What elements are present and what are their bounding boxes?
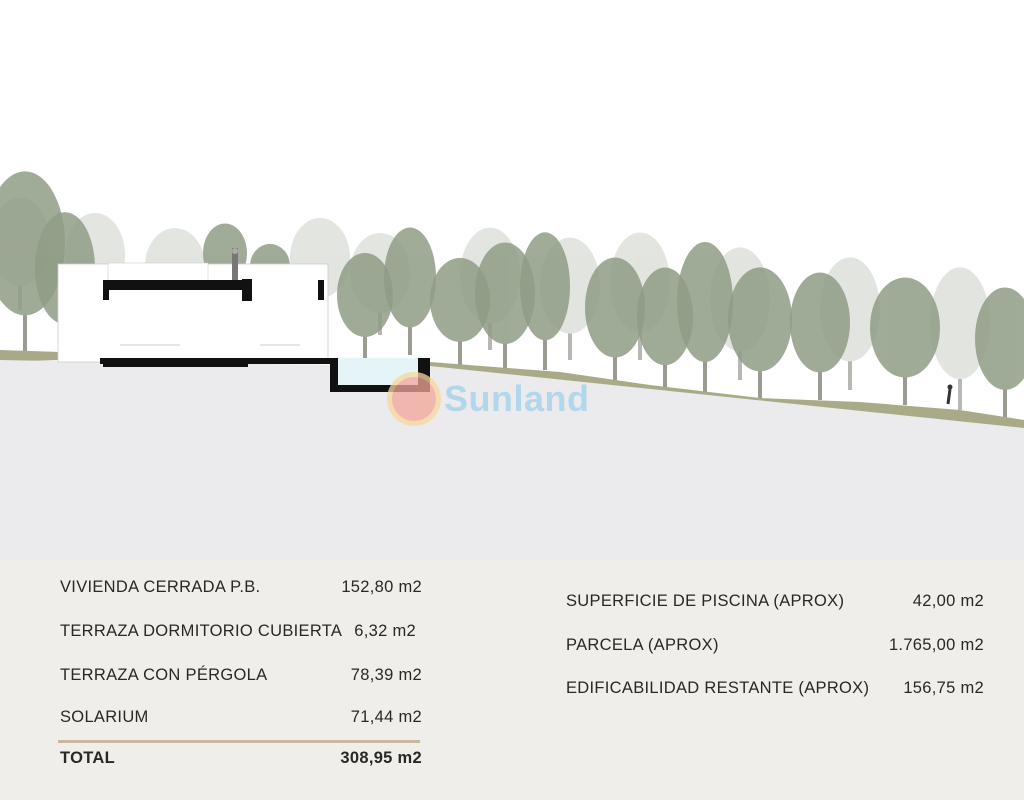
- area-label: SUPERFICIE DE PISCINA (APROX): [566, 592, 845, 610]
- grass-strip: [0, 350, 60, 362]
- total-separator: [58, 740, 420, 743]
- ground: [0, 360, 1024, 560]
- area-row: SOLARIUM 71,44 m2: [60, 708, 422, 727]
- area-label: TERRAZA DORMITORIO CUBIERTA: [60, 622, 343, 640]
- area-row: TERRAZA DORMITORIO CUBIERTA 6,32 m2: [60, 622, 422, 641]
- watermark-text: Sunland: [444, 378, 590, 419]
- tree: [930, 267, 990, 410]
- sun-logo-icon: [392, 377, 436, 421]
- area-label: SOLARIUM: [60, 708, 149, 726]
- area-row: EDIFICABILIDAD RESTANTE (APROX) 156,75 m2: [566, 679, 984, 698]
- area-value: 152,80 m2: [341, 578, 422, 596]
- total-value: 308,95 m2: [340, 749, 422, 767]
- built-areas-table: VIVIENDA CERRADA P.B. 152,80 m2 TERRAZA D…: [60, 578, 422, 778]
- tree: [520, 232, 570, 370]
- area-label: PARCELA (APROX): [566, 636, 719, 654]
- section-drawing: [0, 0, 1024, 560]
- tree: [870, 277, 940, 405]
- watermark: Sunland: [392, 377, 590, 421]
- area-label: VIVIENDA CERRADA P.B.: [60, 578, 261, 596]
- tree: [430, 257, 490, 365]
- area-value: 156,75 m2: [903, 679, 984, 697]
- total-label: TOTAL: [60, 749, 115, 767]
- area-value: 6,32 m2: [354, 622, 416, 640]
- trees: [0, 171, 1024, 418]
- tree: [337, 252, 393, 360]
- total-row: TOTAL 308,95 m2: [60, 749, 422, 768]
- tree: [975, 287, 1024, 418]
- area-value: 78,39 m2: [350, 666, 422, 684]
- walking-person: [946, 384, 953, 405]
- area-row: PARCELA (APROX) 1.765,00 m2: [566, 636, 984, 655]
- area-value: 1.765,00 m2: [888, 636, 984, 654]
- tree: [677, 242, 733, 395]
- house-section: [57, 248, 430, 392]
- area-value: 42,00 m2: [912, 592, 984, 610]
- tree: [384, 227, 436, 355]
- area-row: SUPERFICIE DE PISCINA (APROX) 42,00 m2: [566, 592, 984, 611]
- tree: [585, 257, 645, 385]
- tree: [728, 267, 792, 400]
- area-row: TERRAZA CON PÉRGOLA 78,39 m2: [60, 666, 422, 685]
- area-label: EDIFICABILIDAD RESTANTE (APROX): [566, 679, 870, 697]
- area-row: VIVIENDA CERRADA P.B. 152,80 m2: [60, 578, 422, 597]
- area-label: TERRAZA CON PÉRGOLA: [60, 666, 268, 684]
- area-value: 71,44 m2: [350, 708, 422, 726]
- tree: [790, 272, 850, 400]
- plot-areas-table: SUPERFICIE DE PISCINA (APROX) 42,00 m2 PA…: [566, 592, 984, 712]
- tree: [475, 242, 535, 372]
